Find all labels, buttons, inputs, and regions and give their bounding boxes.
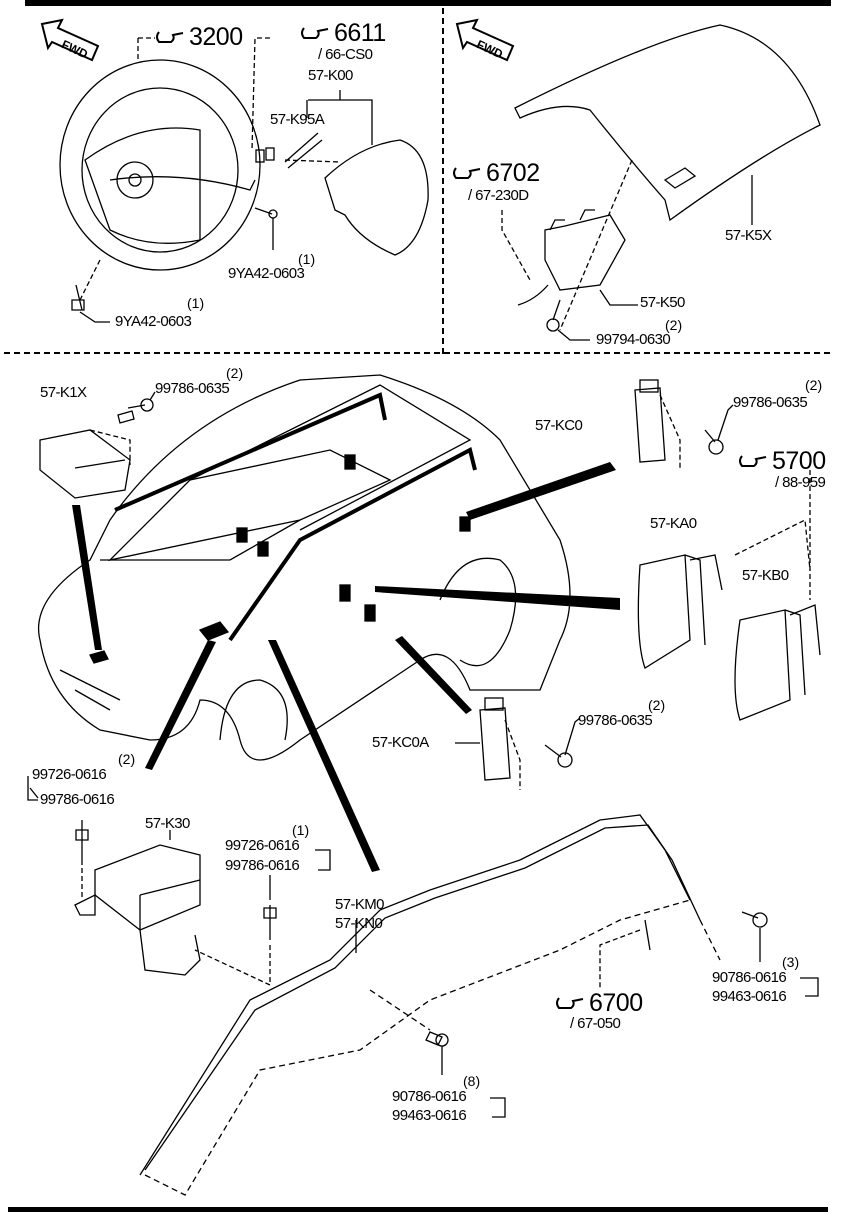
fwd-arrow-icon: FWD <box>455 18 515 62</box>
part-label-57-kc0a[interactable]: 57-KC0A <box>372 734 429 751</box>
reference-number: 6700 <box>589 989 643 1017</box>
vehicle-illustration <box>38 374 571 761</box>
part-label-57-ka0[interactable]: 57-KA0 <box>650 515 697 532</box>
part-label-bolt-alternate[interactable]: 99786-0616 <box>40 791 115 808</box>
part-label-bolt[interactable]: 99786-0635 <box>155 380 230 397</box>
part-label-57-k95a[interactable]: 57-K95A <box>270 111 325 128</box>
alternate-bracket-arrows <box>27 776 819 1118</box>
quantity: (8) <box>463 1073 481 1089</box>
driver-airbag-module-illustration <box>284 90 429 256</box>
part-label-57-k1x[interactable]: 57-K1X <box>40 384 87 401</box>
part-label-bolt-alternate[interactable]: 99463-0616 <box>392 1107 467 1124</box>
reference-subcode: / 67-230D <box>468 187 529 204</box>
fwd-arrow-icon: FWD <box>40 18 100 62</box>
curtain-airbag-illustration <box>139 814 768 1196</box>
part-label-bolt[interactable]: 90786-0616 <box>392 1088 467 1105</box>
quantity: (2) <box>648 697 666 713</box>
reference-subcode: / 66-CS0 <box>318 46 373 63</box>
pointing-hand-icon <box>556 997 584 1009</box>
part-label-bolt-alternate[interactable]: 99463-0616 <box>712 988 787 1005</box>
quantity: (2) <box>805 377 823 393</box>
reference-5700[interactable]: 5700 <box>738 448 826 474</box>
reference-number: 5700 <box>772 447 826 475</box>
reference-number: 3200 <box>189 23 243 51</box>
pointing-hand-icon <box>156 31 184 43</box>
part-label-57-k50[interactable]: 57-K50 <box>640 294 685 311</box>
quantity: (2) <box>665 317 683 333</box>
part-label-57-k30[interactable]: 57-K30 <box>145 815 190 832</box>
steering-wheel-illustration <box>59 37 278 323</box>
reference-number: 6611 <box>334 19 386 47</box>
pointing-hand-icon <box>739 455 767 467</box>
quantity: (2) <box>118 751 136 767</box>
reference-6700[interactable]: 6700 <box>555 990 643 1016</box>
sensor-and-module-illustrations <box>39 379 821 987</box>
part-label-bolt[interactable]: 9YA42-0603 <box>115 313 192 330</box>
part-label-57-k5x[interactable]: 57-K5X <box>725 227 772 244</box>
part-label-bolt[interactable]: 99786-0635 <box>578 712 653 729</box>
part-label-bolt-alternate[interactable]: 99786-0616 <box>225 857 300 874</box>
part-label-bolt[interactable]: 9YA42-0603 <box>228 265 305 282</box>
quantity: (1) <box>187 295 205 311</box>
part-label-57-kb0[interactable]: 57-KB0 <box>742 567 789 584</box>
quantity: (2) <box>226 365 244 381</box>
reference-6611[interactable]: 6611 <box>300 20 386 46</box>
part-label-bolt[interactable]: 99794-0630 <box>596 331 671 348</box>
part-label-57-k00[interactable]: 57-K00 <box>308 67 353 84</box>
quantity: (3) <box>782 954 800 970</box>
part-label-57-km0[interactable]: 57-KM0 <box>335 896 385 913</box>
part-label-bolt[interactable]: 99786-0635 <box>733 394 808 411</box>
part-label-57-kn0[interactable]: 57-KN0 <box>335 915 383 932</box>
instrument-panel-illustration <box>501 24 821 341</box>
reference-3200[interactable]: 3200 <box>155 24 243 50</box>
quantity: (1) <box>292 822 310 838</box>
pointing-hand-icon <box>301 27 329 39</box>
part-label-bolt[interactable]: 99726-0616 <box>225 837 300 854</box>
reference-subcode: / 88-959 <box>775 474 826 491</box>
quantity: (1) <box>298 251 316 267</box>
pointing-hand-icon <box>453 167 481 179</box>
bottom-border <box>8 1207 828 1212</box>
location-leaders <box>72 462 620 872</box>
part-label-bolt[interactable]: 99726-0616 <box>32 766 107 783</box>
reference-6702[interactable]: 6702 <box>452 160 540 186</box>
part-label-57-kc0[interactable]: 57-KC0 <box>535 417 583 434</box>
reference-number: 6702 <box>486 159 540 187</box>
reference-subcode: / 67-050 <box>570 1015 621 1032</box>
part-label-bolt[interactable]: 90786-0616 <box>712 969 787 986</box>
top-border <box>25 0 831 6</box>
